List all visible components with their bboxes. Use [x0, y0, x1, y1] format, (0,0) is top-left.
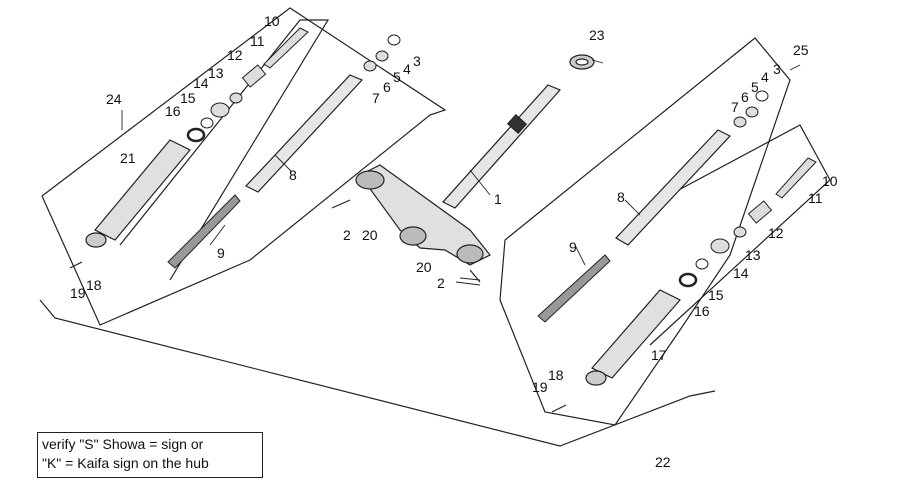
callout-6: 6 [383, 79, 391, 95]
callout-2: 2 [437, 275, 445, 291]
callout-18: 18 [548, 367, 564, 383]
left-fork-tube-8 [245, 74, 364, 193]
bearing-23 [569, 54, 595, 70]
boundary-24 [41, 7, 447, 326]
left-small-parts [186, 27, 401, 143]
callout-20: 20 [416, 259, 432, 275]
callout-23: 23 [589, 27, 605, 43]
callout-13: 13 [208, 65, 224, 81]
callout-15: 15 [180, 90, 196, 106]
callout-9: 9 [569, 239, 577, 255]
callout-3: 3 [413, 53, 421, 69]
callout-5: 5 [751, 79, 759, 95]
steering-stem [442, 84, 562, 209]
boundary-22 [39, 299, 716, 447]
callout-7: 7 [372, 90, 380, 106]
callout-6: 6 [741, 89, 749, 105]
callout-3: 3 [773, 61, 781, 77]
inner-box-left [119, 19, 330, 281]
callout-1: 1 [494, 191, 502, 207]
callout-15: 15 [708, 287, 724, 303]
callout-20: 20 [362, 227, 378, 243]
callout-16: 16 [165, 103, 181, 119]
callout-19: 19 [532, 379, 548, 395]
callout-14: 14 [193, 75, 209, 91]
callout-10: 10 [822, 173, 838, 189]
callout-18: 18 [86, 277, 102, 293]
right-small-parts [678, 90, 817, 288]
note-line-1: verify "S" Showa = sign or [42, 436, 204, 452]
callout-4: 4 [761, 69, 769, 85]
callout-8: 8 [617, 189, 625, 205]
leader-lines [121, 59, 801, 286]
callout-7: 7 [731, 99, 739, 115]
right-spring-9 [537, 254, 611, 323]
callout-10: 10 [264, 13, 280, 29]
callout-13: 13 [745, 247, 761, 263]
callout-19: 19 [70, 285, 86, 301]
callout-4: 4 [403, 61, 411, 77]
callout-17: 17 [651, 347, 667, 363]
callout-11: 11 [808, 190, 823, 206]
callout-25: 25 [793, 42, 809, 58]
lower-triple-clamp [355, 164, 491, 266]
left-spring-9 [167, 194, 241, 269]
inner-box-right [649, 124, 831, 346]
callout-16: 16 [694, 303, 710, 319]
right-fork-tube-8 [615, 129, 731, 246]
verification-note: verify "S" Showa = sign or "K" = Kaifa s… [37, 432, 263, 478]
callout-5: 5 [393, 69, 401, 85]
callout-11: 11 [250, 33, 265, 49]
callout-9: 9 [217, 245, 225, 261]
callout-12: 12 [227, 47, 243, 63]
note-line-2: "K" = Kaifa sign on the hub [42, 455, 209, 471]
callout-8: 8 [289, 167, 297, 183]
callout-14: 14 [733, 265, 749, 281]
callout-22: 22 [655, 454, 671, 470]
callout-21: 21 [120, 150, 136, 166]
callout-24: 24 [106, 91, 122, 107]
right-slider-17 [585, 289, 681, 386]
left-slider-21 [85, 139, 191, 248]
boundary-25 [499, 37, 791, 426]
callout-2: 2 [343, 227, 351, 243]
callout-12: 12 [768, 225, 784, 241]
